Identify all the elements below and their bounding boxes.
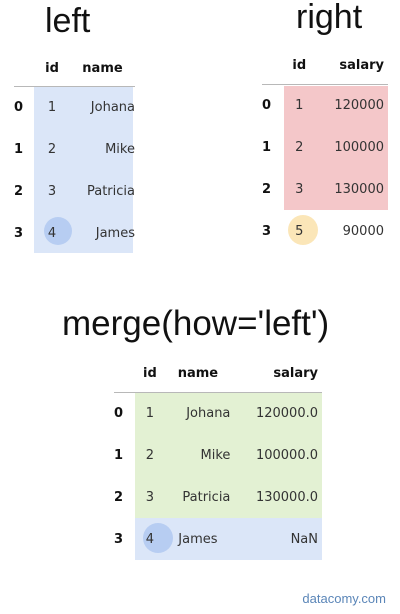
right-highlight-band <box>284 86 388 210</box>
table-row: 1 2 100000 <box>262 139 384 155</box>
table-row: 1 2 Mike <box>14 141 135 157</box>
table-row: 2 3 130000 <box>262 181 384 197</box>
table-row: 1 2 Mike 100000.0 <box>114 447 318 463</box>
right-col-id: id <box>292 58 307 74</box>
right-col-salary: salary <box>339 58 384 74</box>
table-row: 0 1 Johana 120000.0 <box>114 405 318 421</box>
merged-unmatched-circle <box>143 523 173 553</box>
table-row: 3 4 James <box>14 225 135 241</box>
watermark[interactable]: datacomy.com <box>302 591 386 606</box>
left-table: id name 0 1 Johana 1 2 Mike 2 3 Patricia… <box>14 52 135 254</box>
merged-col-name: name <box>177 366 219 382</box>
table-row: 0 1 120000 <box>262 97 384 113</box>
merge-title: merge(how='left') <box>62 304 330 343</box>
merged-matched-band <box>135 392 322 518</box>
table-row: 3 4 James NaN <box>114 531 318 547</box>
table-row: 2 3 Patricia <box>14 183 135 199</box>
right-title: right <box>296 0 363 36</box>
right-table: id salary 0 1 120000 1 2 100000 2 3 1300… <box>262 48 388 252</box>
right-unmatched-circle <box>288 215 318 245</box>
table-row: 3 5 90000 <box>262 223 384 239</box>
left-title: left <box>45 2 91 40</box>
table-row: 2 3 Patricia 130000.0 <box>114 489 318 505</box>
table-row: 0 1 Johana <box>14 99 135 115</box>
merged-col-id: id <box>142 366 157 382</box>
left-col-name: name <box>82 61 123 77</box>
left-col-id: id <box>45 61 59 77</box>
merged-col-salary: salary <box>273 366 318 382</box>
left-unmatched-circle <box>44 217 72 245</box>
merged-table: id name salary 0 1 Johana 120000.0 1 2 M… <box>114 356 322 560</box>
